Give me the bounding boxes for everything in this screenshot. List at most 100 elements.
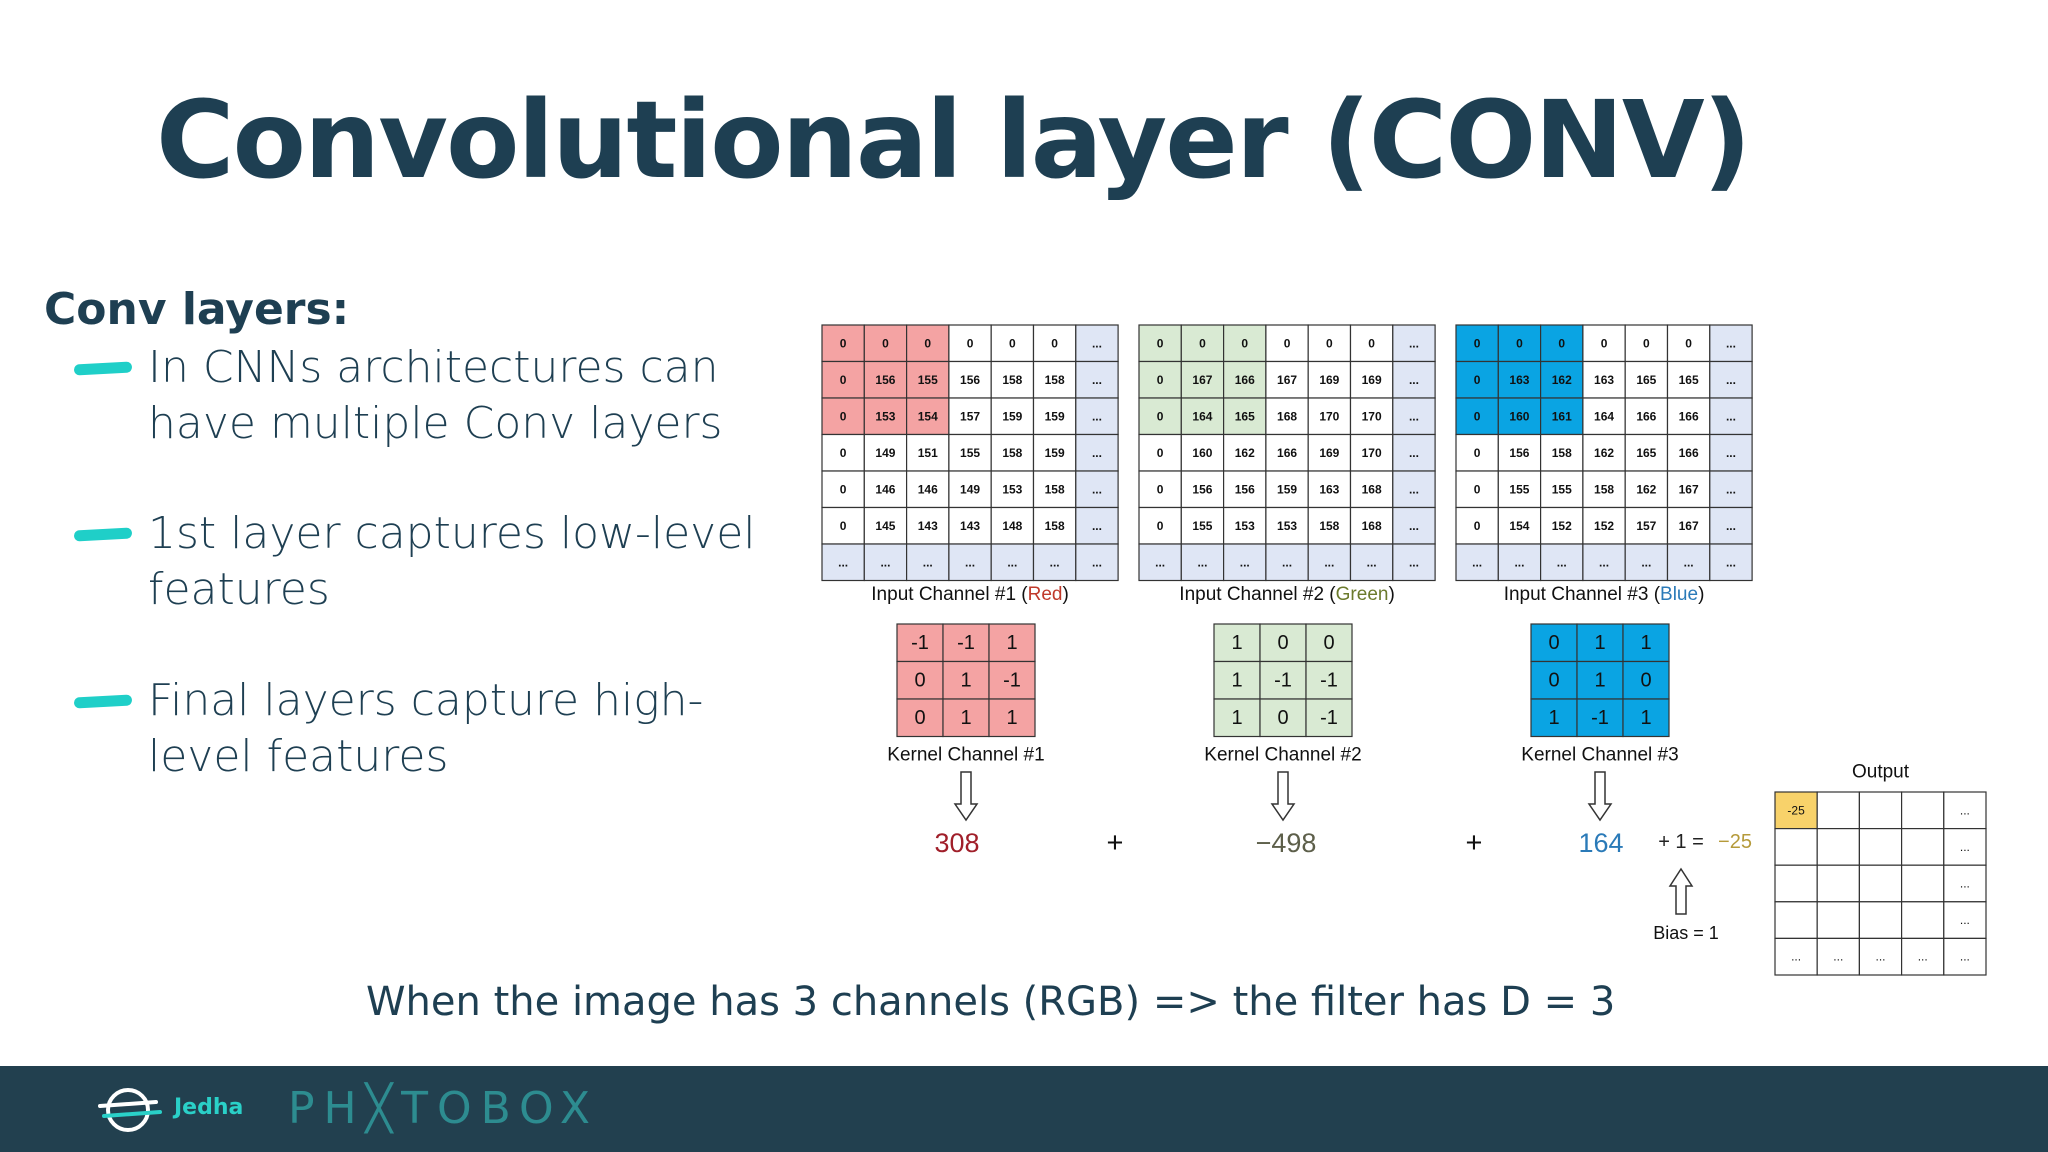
input-cell-value: 0 [1157, 373, 1164, 387]
input-cell [1307, 470, 1352, 509]
output-cell [1943, 791, 1987, 830]
input-cell-value: 0 [1157, 519, 1164, 533]
input-channel-label-prefix: Input Channel #3 ( [1504, 584, 1661, 605]
kernel-cell [1622, 623, 1670, 663]
input-cell-value: 143 [960, 519, 980, 533]
input-cell [1539, 470, 1584, 509]
input-cell-value: 166 [1235, 373, 1255, 387]
input-cell [1666, 397, 1711, 436]
input-cell-value: ... [838, 555, 848, 569]
bullet-text: Final layers capture high-level features [148, 675, 704, 782]
input-cell [1032, 470, 1077, 509]
input-cell-value: 167 [1192, 373, 1212, 387]
output-cell [1943, 937, 1987, 976]
input-cell-value: 160 [1192, 446, 1212, 460]
input-cell-value: 158 [1045, 482, 1065, 496]
input-cell [1349, 433, 1394, 472]
input-cell-value: 0 [1474, 519, 1481, 533]
input-cell-value: 149 [875, 446, 895, 460]
kernel-cell-value: 1 [1231, 669, 1242, 691]
input-cell [1539, 506, 1584, 545]
input-cell [1075, 397, 1119, 436]
input-cell [1032, 543, 1077, 582]
input-cell-value: 148 [1002, 519, 1022, 533]
input-cell [905, 470, 950, 509]
output-cell [1816, 791, 1860, 830]
input-cell-value: ... [1367, 555, 1377, 569]
input-cell [1497, 433, 1542, 472]
slide-title: Convolutional layer (CONV) [156, 79, 1752, 203]
input-channel-color-word: Blue [1660, 584, 1698, 605]
input-cell [863, 543, 908, 582]
input-cell-value: 166 [1277, 446, 1297, 460]
input-cell-value: 158 [1002, 446, 1022, 460]
input-cell [1497, 324, 1542, 363]
input-cell-value: 0 [1474, 446, 1481, 460]
input-cell [1349, 324, 1394, 363]
kernel-cell-value: 0 [1640, 669, 1651, 691]
input-cell [1392, 506, 1436, 545]
input-cell-value: ... [1409, 409, 1419, 423]
input-cell-value: 162 [1552, 373, 1572, 387]
input-cell-value: ... [1092, 519, 1102, 533]
input-cell [905, 506, 950, 545]
input-cell-value: 167 [1679, 482, 1699, 496]
input-cell-value: 165 [1636, 373, 1656, 387]
input-cell-value: ... [1007, 555, 1017, 569]
input-cell [1666, 433, 1711, 472]
output-cell [1774, 827, 1818, 866]
input-cell [1222, 470, 1267, 509]
input-cell-value: ... [1514, 555, 1524, 569]
input-cell-value: 156 [1192, 482, 1212, 496]
output-cell [1943, 864, 1987, 903]
input-cell-value: 165 [1235, 409, 1255, 423]
input-cell-value: ... [1155, 555, 1165, 569]
input-cell-value: 167 [1277, 373, 1297, 387]
input-cell-value: 0 [1157, 336, 1164, 350]
input-cell-value: 0 [924, 336, 931, 350]
input-cell [1709, 360, 1753, 399]
input-cell-value: 0 [1516, 336, 1523, 350]
input-cell [905, 324, 950, 363]
kernel-cell-value: 1 [1231, 632, 1242, 654]
input-cell [1455, 324, 1499, 363]
input-cell-value: 158 [1594, 482, 1614, 496]
input-cell [1497, 543, 1542, 582]
input-cell [1180, 397, 1225, 436]
input-cell [1307, 543, 1352, 582]
input-cell-value: ... [923, 555, 933, 569]
input-cell-value: ... [1472, 555, 1482, 569]
input-channel-label-prefix: Input Channel #1 ( [871, 584, 1028, 605]
input-cell-value: ... [1684, 555, 1694, 569]
input-cell-value: 0 [1474, 336, 1481, 350]
input-cell [1624, 360, 1669, 399]
input-cell-value: 0 [1326, 336, 1333, 350]
input-cell [1539, 543, 1584, 582]
input-channel-label: Input Channel #3 (Blue) [1504, 584, 1705, 605]
kernel-cell-value: -1 [1274, 669, 1292, 691]
output-cell-value: ... [1960, 913, 1970, 927]
input-cell [1180, 433, 1225, 472]
input-cell-value: 0 [840, 482, 847, 496]
input-cell-value: 156 [960, 373, 980, 387]
input-channel-label-suffix: ) [1388, 584, 1394, 605]
jedha-logo-icon [98, 1088, 162, 1132]
input-cell-value: 159 [1045, 409, 1065, 423]
input-cell-value: 0 [1157, 446, 1164, 460]
input-cell-value: 0 [1601, 336, 1608, 350]
input-cell-value: 145 [875, 519, 895, 533]
input-cell-value: ... [1726, 373, 1736, 387]
input-cell [1138, 360, 1182, 399]
input-cell-value: 168 [1277, 409, 1297, 423]
output-cell [1943, 827, 1987, 866]
input-cell [948, 433, 992, 472]
input-cell-value: 166 [1636, 409, 1656, 423]
kernel-label: Kernel Channel #2 [1204, 745, 1361, 766]
output-cell [1858, 937, 1903, 976]
input-cell [905, 543, 950, 582]
input-cell-value: ... [1092, 482, 1102, 496]
input-cell [1180, 324, 1225, 363]
kernel-cell-value: 1 [1640, 707, 1651, 729]
plus-sign: + [1466, 827, 1483, 859]
kernel-result: 308 [934, 828, 979, 858]
